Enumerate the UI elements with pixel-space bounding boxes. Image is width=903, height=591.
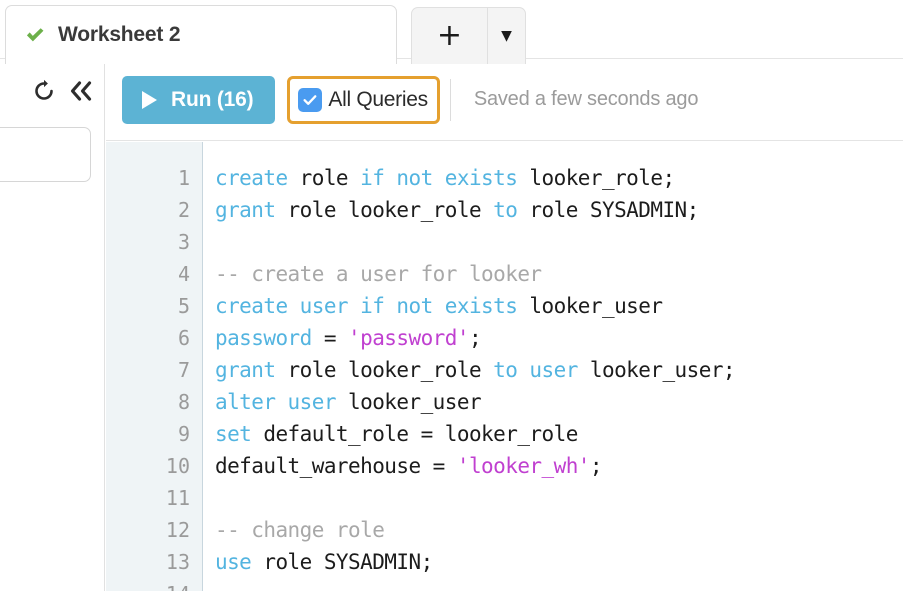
add-worksheet-button[interactable]: + — [411, 7, 487, 64]
line-number: 1 — [177, 166, 190, 190]
code-line[interactable]: default_warehouse = 'looker_wh'; — [215, 450, 603, 482]
code-line[interactable]: grant role looker_role to role SYSADMIN; — [215, 194, 699, 226]
code-line[interactable]: create user if not exists looker_user — [215, 290, 663, 322]
code-token-pl: looker_user; — [577, 358, 736, 382]
code-line[interactable]: set default_role = looker_role — [215, 418, 578, 450]
code-line[interactable]: alter user looker_user — [215, 386, 482, 418]
code-token-pl: ; — [589, 454, 603, 478]
line-number: 12 — [165, 518, 190, 542]
code-token-kw: set — [215, 422, 252, 446]
code-token-kw: password — [215, 326, 312, 350]
code-line[interactable]: create role if not exists looker_role; — [215, 162, 675, 194]
code-line[interactable]: use role SYSADMIN; — [215, 546, 433, 578]
code-token-pl: looker_role; — [517, 166, 675, 190]
line-number: 14 — [110, 578, 190, 591]
left-rail-input[interactable] — [0, 127, 91, 182]
code-token-kw: create — [215, 166, 288, 190]
code-token-kw: to — [493, 198, 518, 222]
tab-add-group: + ▼ — [411, 7, 526, 64]
code-token-pl: role SYSADMIN; — [517, 198, 699, 222]
line-number: 3 — [177, 230, 190, 254]
code-token-pl: role looker_role — [275, 198, 494, 222]
sql-editor[interactable]: 1234567891011121314 create role if not e… — [106, 142, 903, 591]
code-line[interactable]: -- change role — [215, 514, 385, 546]
chevron-down-icon: ▼ — [501, 28, 512, 44]
code-token-kw: use — [215, 550, 252, 574]
line-number-gutter: 1234567891011121314 — [106, 142, 203, 591]
code-token-pl: role looker_role — [275, 358, 494, 382]
code-token-str: 'looker_wh' — [456, 454, 591, 478]
editor-toolbar: Run (16) All Queries Saved a few seconds… — [106, 59, 903, 141]
code-token-pl: looker_user — [335, 390, 482, 414]
refresh-icon[interactable] — [32, 79, 56, 103]
check-icon — [26, 28, 44, 42]
code-token-pl: ; — [468, 326, 482, 350]
line-number: 4 — [177, 262, 190, 286]
toolbar-divider — [449, 78, 451, 121]
all-queries-checkbox[interactable]: All Queries — [287, 75, 440, 124]
line-number: 11 — [165, 486, 190, 510]
code-token-cmt: -- change role — [215, 518, 385, 542]
double-chevron-left-icon[interactable] — [68, 80, 94, 102]
code-token-pl: looker_user — [517, 294, 663, 318]
worksheet-tab-strip: Worksheet 2 + ▼ — [0, 0, 903, 69]
code-token-cmt: -- create a user for looker — [215, 262, 542, 286]
all-queries-label: All Queries — [328, 87, 428, 111]
code-area[interactable]: create role if not exists looker_role;gr… — [204, 142, 903, 591]
code-line[interactable]: password = 'password'; — [215, 322, 482, 354]
checkbox-checked-icon — [298, 87, 323, 112]
run-button[interactable]: Run (16) — [122, 75, 276, 124]
code-token-pl: role — [287, 166, 361, 190]
code-line[interactable]: grant role looker_role to user looker_us… — [215, 354, 736, 386]
play-icon — [142, 90, 157, 109]
left-rail-icon-group — [32, 79, 94, 103]
code-token-kw: grant — [215, 198, 276, 222]
code-token-pl: default_role = looker_role — [251, 422, 578, 446]
worksheet-tab-active[interactable]: Worksheet 2 — [5, 5, 397, 64]
worksheet-tab-label: Worksheet 2 — [58, 23, 181, 46]
line-number: 10 — [165, 454, 190, 478]
line-number: 7 — [177, 358, 190, 382]
line-number: 2 — [177, 198, 190, 222]
code-token-kw: to user — [493, 358, 578, 382]
code-token-pl: = — [311, 326, 349, 350]
line-number: 6 — [177, 326, 190, 350]
code-token-pl: default_warehouse = — [215, 454, 457, 478]
code-line[interactable]: -- create a user for looker — [215, 258, 542, 290]
line-number: 9 — [177, 422, 190, 446]
line-number: 8 — [177, 390, 190, 414]
code-token-pl: role SYSADMIN; — [251, 550, 433, 574]
code-token-str: 'password' — [348, 326, 469, 350]
code-token-kw: alter user — [215, 390, 336, 414]
code-token-kw: create user if not exists — [215, 294, 518, 318]
code-token-kw: grant — [215, 358, 276, 382]
code-token-kw: if not exists — [360, 166, 518, 190]
plus-icon: + — [436, 18, 463, 53]
run-button-label: Run (16) — [171, 87, 254, 111]
line-number: 13 — [165, 550, 190, 574]
worksheet-menu-button[interactable]: ▼ — [487, 7, 526, 64]
line-number: 5 — [177, 294, 190, 318]
saved-status-label: Saved a few seconds ago — [473, 88, 699, 110]
left-rail-panel — [0, 59, 105, 591]
